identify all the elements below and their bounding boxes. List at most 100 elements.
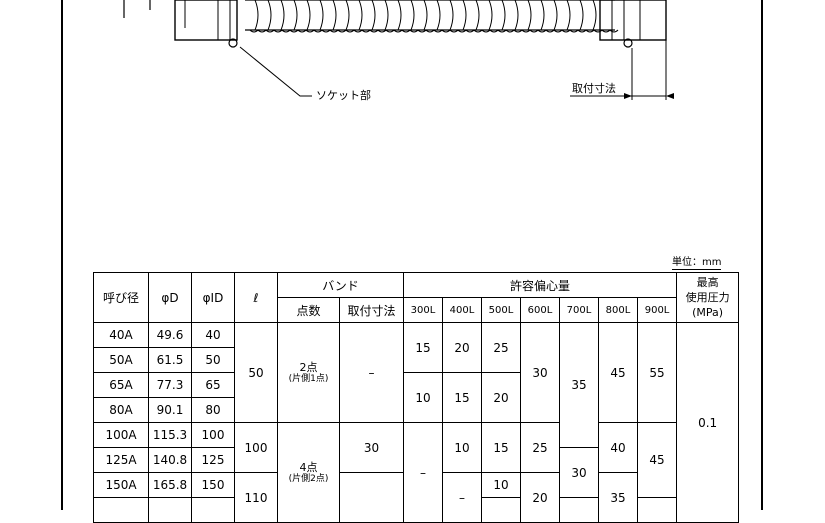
cell-id: 65 bbox=[191, 372, 235, 398]
cell-offset: 20 bbox=[520, 472, 561, 523]
cell-offset: – bbox=[442, 472, 483, 523]
header-length-500: 500L bbox=[481, 297, 522, 323]
cell-nominal: 40A bbox=[93, 322, 149, 348]
header-length-900: 900L bbox=[637, 297, 678, 323]
cell-od: 140.8 bbox=[148, 447, 192, 473]
header-length-400: 400L bbox=[442, 297, 483, 323]
cell-od: 61.5 bbox=[148, 347, 192, 373]
cell-nominal: 50A bbox=[93, 347, 149, 373]
cell-band-points: 4点 (片側2点) bbox=[277, 422, 340, 523]
drawing-sheet: ソケット部 取付寸法 単位：mm 呼び径 φD φID ℓ バンド 許容偏心量 … bbox=[61, 0, 763, 523]
header-band-mount: 取付寸法 bbox=[338, 297, 405, 323]
table-row: 65A 77.3 65 10 15 20 bbox=[93, 372, 739, 423]
cell-offset: 35 bbox=[598, 472, 639, 523]
table-row: 50A 61.5 50 bbox=[93, 347, 739, 373]
cell-id: 100 bbox=[191, 422, 235, 448]
cell-id: 150 bbox=[191, 472, 235, 498]
table-row: 125A 140.8 125 30 bbox=[93, 447, 739, 498]
cell-od bbox=[148, 497, 192, 523]
cell-band-mount: – bbox=[338, 322, 405, 423]
cell-id: 80 bbox=[191, 397, 235, 423]
header-band-points: 点数 bbox=[277, 297, 340, 323]
cell-offset: 10 bbox=[481, 472, 522, 498]
spec-table: 呼び径 φD φID ℓ バンド 許容偏心量 最高 使用圧力 (MPa) 点数 … bbox=[93, 272, 740, 523]
cell-offset bbox=[637, 497, 678, 523]
cell-od: 77.3 bbox=[148, 372, 192, 398]
header-id: φID bbox=[191, 272, 235, 323]
table-row: 100A 115.3 100 100 4点 (片側2点) 30 – 10 15 … bbox=[93, 422, 739, 523]
band-bolt-left bbox=[228, 38, 238, 48]
header-pressure: 最高 使用圧力 (MPa) bbox=[676, 272, 740, 323]
mount-arrow-right bbox=[666, 93, 674, 99]
header-nominal: 呼び径 bbox=[93, 272, 149, 323]
cell-od: 165.8 bbox=[148, 472, 192, 498]
cell-offset: 20 bbox=[481, 372, 522, 423]
cell-offset: 40 bbox=[598, 422, 639, 473]
cell-ell: 50 bbox=[234, 322, 278, 423]
socket-right bbox=[599, 0, 667, 41]
cell-band-mount: 30 bbox=[338, 422, 405, 473]
cell-id: 125 bbox=[191, 447, 235, 473]
cell-offset: 55 bbox=[637, 322, 678, 423]
band-bolt-right bbox=[623, 38, 633, 48]
cell-offset: 30 bbox=[520, 322, 561, 423]
band-points-value: 2点 bbox=[299, 360, 318, 374]
mount-dimension-label: 取付寸法 bbox=[572, 82, 616, 95]
header-offset: 許容偏心量 bbox=[403, 272, 678, 298]
header-length-700: 700L bbox=[559, 297, 600, 323]
header-ell: ℓ bbox=[234, 272, 278, 323]
socket-leader bbox=[239, 46, 312, 97]
header-length-300: 300L bbox=[403, 297, 444, 323]
cell-offset: 15 bbox=[481, 422, 522, 473]
header-length-800: 800L bbox=[598, 297, 639, 323]
band-points-value: 4点 bbox=[299, 460, 318, 474]
cell-od: 49.6 bbox=[148, 322, 192, 348]
unit-label: 単位：mm bbox=[672, 253, 722, 270]
cell-offset: 35 bbox=[559, 322, 600, 448]
frame-border-right bbox=[761, 0, 763, 510]
cell-od: 115.3 bbox=[148, 422, 192, 448]
header-pressure-line1: 最高 bbox=[696, 276, 719, 289]
cell-offset: – bbox=[403, 422, 444, 523]
hose-drawing bbox=[123, 0, 674, 100]
cell-nominal: 100A bbox=[93, 422, 149, 448]
cell-offset: 25 bbox=[481, 322, 522, 373]
cell-offset: 10 bbox=[403, 372, 444, 423]
cell-offset bbox=[559, 497, 600, 523]
socket-left bbox=[174, 0, 238, 41]
header-pressure-line2: 使用圧力 bbox=[685, 291, 730, 304]
cell-od: 90.1 bbox=[148, 397, 192, 423]
cell-nominal: 125A bbox=[93, 447, 149, 473]
cell-offset: 15 bbox=[442, 372, 483, 423]
band-points-note: (片側1点) bbox=[288, 373, 329, 384]
cell-band-points: 2点 (片側1点) bbox=[277, 322, 340, 423]
cell-offset bbox=[481, 497, 522, 523]
hose-corrugation bbox=[254, 0, 597, 31]
cell-pressure: 0.1 bbox=[676, 322, 740, 523]
cell-offset: 15 bbox=[403, 322, 444, 373]
cell-nominal: 80A bbox=[93, 397, 149, 423]
cell-offset: 20 bbox=[442, 322, 483, 373]
frame-border-left bbox=[61, 0, 63, 510]
cell-band-mount bbox=[338, 472, 405, 523]
socket-label: ソケット部 bbox=[316, 89, 371, 102]
cell-offset: 25 bbox=[520, 422, 561, 473]
header-od: φD bbox=[148, 272, 192, 323]
cell-offset: 10 bbox=[442, 422, 483, 473]
header-pressure-line3: (MPa) bbox=[692, 306, 724, 319]
band-points-note: (片側2点) bbox=[288, 473, 329, 484]
table-row: 40A 49.6 40 50 2点 (片側1点) – 15 20 25 30 3… bbox=[93, 322, 740, 523]
cell-nominal: 65A bbox=[93, 372, 149, 398]
header-band: バンド bbox=[276, 272, 405, 298]
cell-offset: 30 bbox=[559, 447, 600, 498]
cell-nominal bbox=[93, 497, 149, 523]
cell-nominal: 150A bbox=[93, 472, 149, 498]
cell-id: 40 bbox=[191, 322, 235, 348]
cell-ell: 100 bbox=[234, 422, 278, 473]
cell-id bbox=[191, 497, 235, 523]
hose-wave-bottom bbox=[249, 29, 619, 33]
cell-ell: 110 bbox=[234, 472, 278, 523]
cell-id: 50 bbox=[191, 347, 235, 373]
cell-offset: 45 bbox=[637, 422, 678, 498]
mount-arrow-left bbox=[624, 93, 632, 99]
